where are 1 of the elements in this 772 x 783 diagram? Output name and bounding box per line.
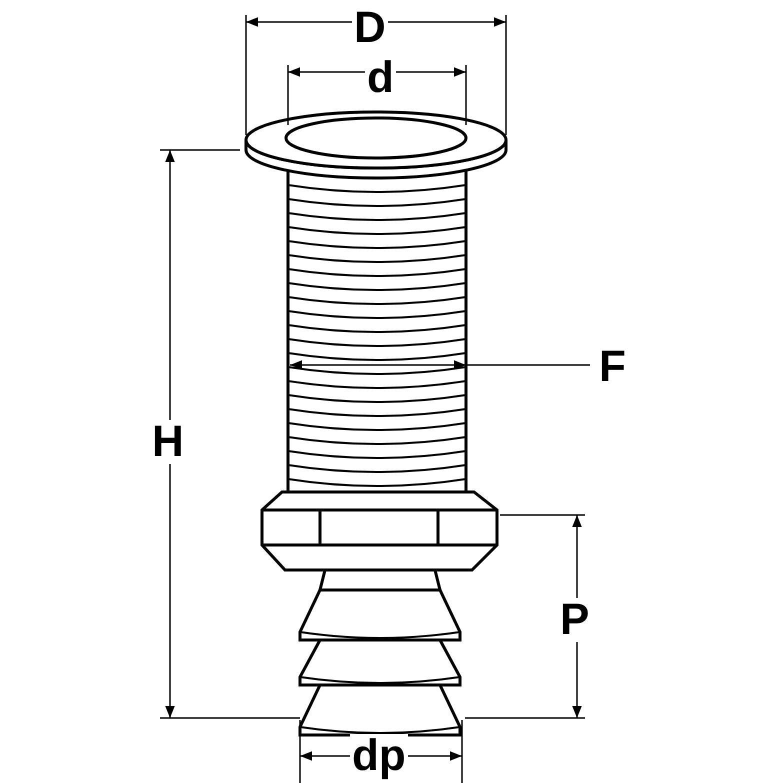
dimension-label: dp [350, 734, 408, 778]
